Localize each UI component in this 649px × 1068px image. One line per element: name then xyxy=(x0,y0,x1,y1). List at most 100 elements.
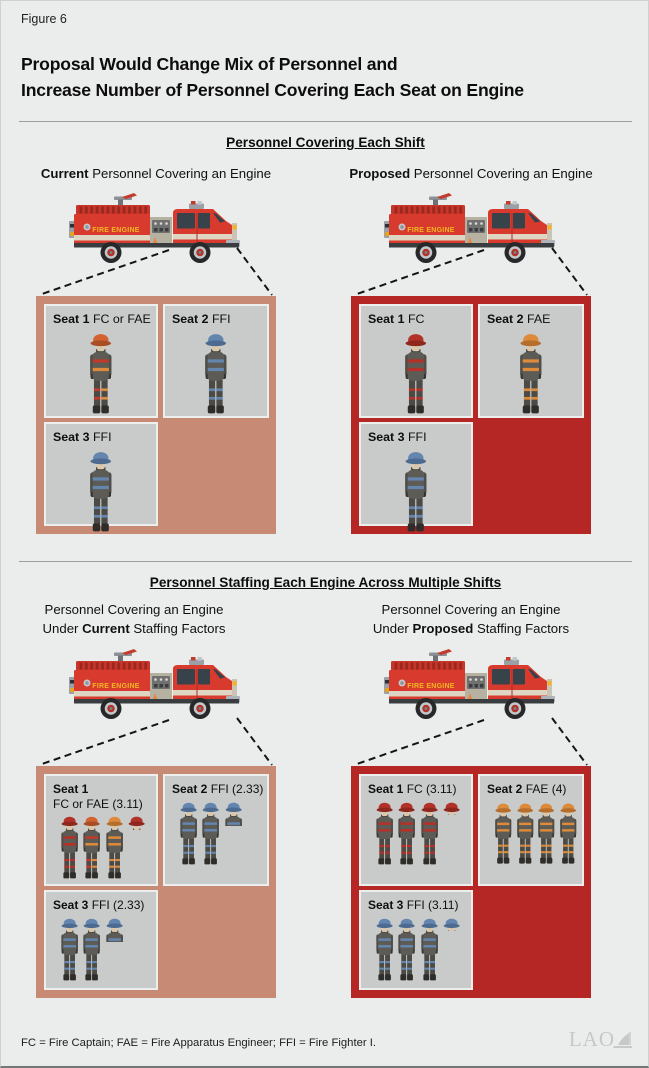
firefighter-ffi-icon xyxy=(205,334,227,414)
seat-box-2: Seat 2 FFI (2.33) xyxy=(163,774,269,886)
fire-engine: FIRE ENGINE xyxy=(66,192,246,269)
seat-label: Seat 3 FFI xyxy=(53,430,112,444)
firefighter-fc-icon xyxy=(61,816,78,879)
seat-label: Seat 3 FFI xyxy=(368,430,427,444)
seat-box-1: Seat 1 FC or FAE xyxy=(44,304,158,418)
firefighter-fc-icon xyxy=(376,802,393,865)
firefighter-ffi-icon xyxy=(180,802,197,865)
seat-figures xyxy=(368,917,464,981)
firefighter-ffi-icon xyxy=(405,452,427,532)
footnote: FC = Fire Captain; FAE = Fire Apparatus … xyxy=(21,1037,377,1049)
firefighter-fae-icon xyxy=(538,803,555,864)
seat-figures xyxy=(172,801,260,865)
fire-engine: FIRE ENGINE xyxy=(381,192,561,269)
seat-box-3: Seat 3 FFI xyxy=(359,422,473,532)
seat-box-2: Seat 2 FFI xyxy=(163,304,269,418)
callout-dashes xyxy=(38,717,273,766)
firefighter-ffi-bust-icon xyxy=(224,802,242,826)
seat-figures xyxy=(487,801,576,865)
firefighter-fae-icon xyxy=(559,803,576,864)
firefighter-fc-head-icon xyxy=(128,816,145,830)
firefighter-fc-head-icon xyxy=(443,802,460,816)
seat-label: Seat 2 FFI xyxy=(172,312,231,326)
fire-engine-illustration: FIRE ENGINE xyxy=(69,193,240,263)
seat-box-1: Seat 1 FC xyxy=(359,304,473,418)
section-1-heading: Personnel Covering Each Shift xyxy=(226,135,425,150)
panel-current-shift: Current Personnel Covering an Engine FIR… xyxy=(36,165,276,534)
firefighter-fc_fae-icon xyxy=(90,334,112,414)
firefighter-ffi-icon xyxy=(83,918,101,981)
seat-label: Seat 2 FAE xyxy=(487,312,551,326)
divider-middle xyxy=(19,561,632,562)
firefighter-ffi-head-icon xyxy=(443,918,460,932)
seat-diagram-current: Seat 1 FC or FAE Seat 2 FFI xyxy=(36,296,276,534)
seat-box-1: Seat 1 FC (3.11) xyxy=(359,774,473,886)
seat-box-3: Seat 3 FFI (3.11) xyxy=(359,890,473,990)
seat-diagram-proposed: Seat 1 FC (3.11) xyxy=(351,766,591,998)
seat-box-2: Seat 2 FAE xyxy=(478,304,584,418)
seat-figures xyxy=(53,815,149,879)
seat-label: Seat 2 FFI (2.33) xyxy=(172,782,264,796)
lao-logo-text: LAO xyxy=(568,1027,615,1051)
seat-label: Seat 2 FAE (4) xyxy=(487,782,567,796)
svg-text:FIRE ENGINE: FIRE ENGINE xyxy=(407,227,455,234)
firefighter-ffi-icon xyxy=(90,452,112,532)
callout-dashes xyxy=(353,247,588,296)
lao-logo: LAO xyxy=(569,1027,634,1052)
seat-label: Seat 3 FFI (3.11) xyxy=(368,898,459,912)
figure-title-line-1: Proposal Would Change Mix of Personnel a… xyxy=(21,54,398,74)
fire-engine-illustration: FIRE ENGINE xyxy=(384,649,555,719)
seat-figures xyxy=(368,450,464,532)
seat-box-2: Seat 2 FAE (4) xyxy=(478,774,584,886)
seat-figures xyxy=(368,801,464,865)
seat-figures xyxy=(53,917,149,981)
fire-engine: FIRE ENGINE xyxy=(66,648,246,725)
callout-dashes xyxy=(38,247,273,296)
firefighter-fae-icon xyxy=(495,803,512,864)
panel-header: Proposed Personnel Covering an Engine xyxy=(349,166,593,181)
lao-logo-emblem xyxy=(613,1031,632,1048)
firefighter-fc-icon xyxy=(420,802,438,865)
figure-title: Proposal Would Change Mix of Personnel a… xyxy=(21,52,524,103)
seat-figures xyxy=(53,332,149,414)
svg-text:FIRE ENGINE: FIRE ENGINE xyxy=(92,683,140,690)
seat-box-3: Seat 3 FFI (2.33) xyxy=(44,890,158,990)
seat-figures xyxy=(368,332,464,414)
section-2-heading: Personnel Staffing Each Engine Across Mu… xyxy=(149,575,502,590)
panel-header: Current Personnel Covering an Engine xyxy=(40,166,272,181)
firefighter-ffi-icon xyxy=(398,918,416,981)
seat-figures xyxy=(53,450,149,532)
fire-engine-illustration: FIRE ENGINE xyxy=(384,193,555,263)
seat-diagram-proposed: Seat 1 FC Seat 2 FAE xyxy=(351,296,591,534)
svg-text:FIRE ENGINE: FIRE ENGINE xyxy=(92,227,140,234)
firefighter-ffi-icon xyxy=(420,918,438,981)
fire-engine: FIRE ENGINE xyxy=(381,648,561,725)
firefighter-fae-icon xyxy=(105,816,123,879)
panel-proposed-shift: Proposed Personnel Covering an Engine FI… xyxy=(349,165,593,534)
svg-text:FIRE ENGINE: FIRE ENGINE xyxy=(407,683,455,690)
seat-label: Seat 1 FC (3.11) xyxy=(368,782,457,796)
seat-label: Seat 1 FC xyxy=(368,312,425,326)
firefighter-fae-icon xyxy=(520,334,542,414)
firefighter-fc-icon xyxy=(405,334,427,414)
firefighter-fc_fae-icon xyxy=(83,816,101,879)
seat-box-3: Seat 3 FFI xyxy=(44,422,158,532)
seat-label: Seat 1 FC or FAE xyxy=(53,312,151,326)
figure-number: Figure 6 xyxy=(21,12,67,26)
firefighter-ffi-icon xyxy=(61,918,78,981)
seat-figures xyxy=(487,332,575,414)
firefighter-ffi-icon xyxy=(202,802,220,865)
seat-label: Seat 3 FFI (2.33) xyxy=(53,898,145,912)
callout-dashes xyxy=(353,717,588,766)
firefighter-ffi-icon xyxy=(376,918,393,981)
seat-figures xyxy=(172,332,260,414)
firefighter-fae-icon xyxy=(516,803,533,864)
